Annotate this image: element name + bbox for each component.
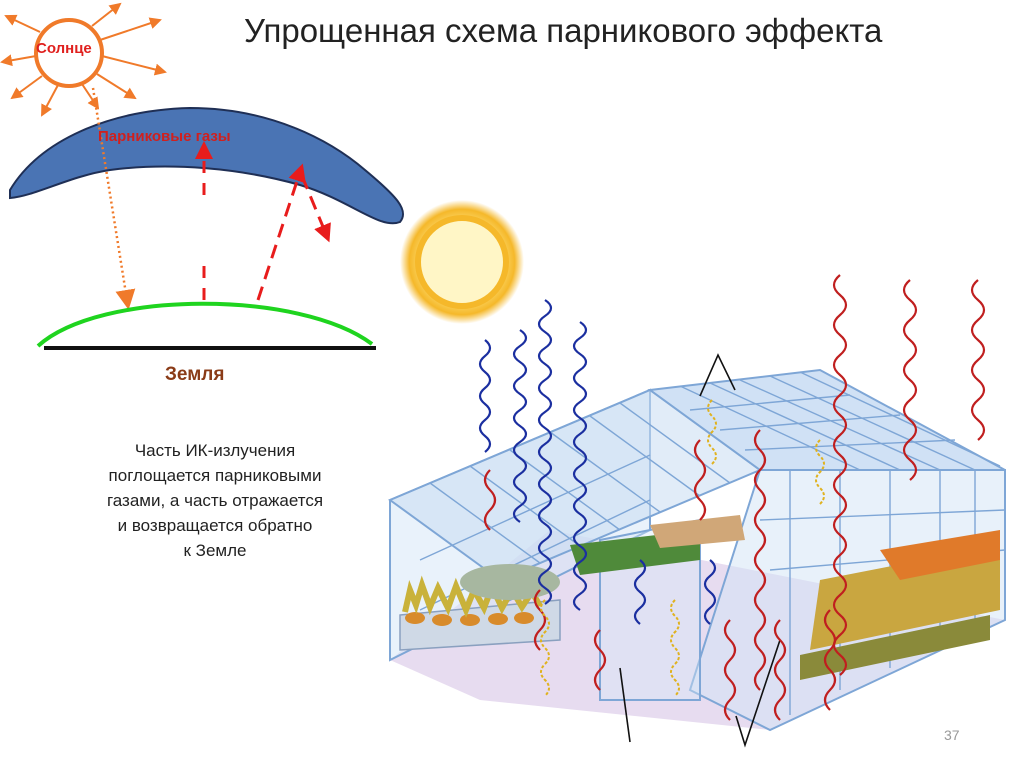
caption: Часть ИК-излучения поглощается парниковы…	[60, 438, 370, 563]
caption-line: и возвращается обратно	[117, 516, 313, 535]
greenhouse	[387, 353, 1006, 748]
earth-label: Земля	[165, 364, 225, 385]
caption-line: Часть ИК-излучения	[134, 441, 296, 460]
incoming-solar-ray	[91, 87, 136, 310]
caption-line: к Земле	[183, 541, 247, 560]
sun-label: Солнце	[36, 40, 92, 57]
page-title: Упрощенная схема парникового эффекта	[244, 12, 883, 49]
greenhouse-gases-label: Парниковые газы	[98, 128, 231, 145]
greenhouse-gas-layer	[9, 106, 405, 225]
caption-line: поглощается парниковыми	[108, 466, 322, 485]
caption-line: газами, а часть отражается	[106, 491, 324, 510]
outgoing-ir-waves	[483, 274, 986, 721]
earth-surface-arc	[36, 301, 374, 348]
ir-radiation-arrows	[195, 141, 331, 301]
incoming-solar-waves	[478, 299, 717, 625]
small-sun	[0, 2, 167, 117]
reflected-waves	[540, 399, 825, 697]
page-number: 37	[944, 727, 960, 743]
big-sun	[400, 200, 524, 324]
